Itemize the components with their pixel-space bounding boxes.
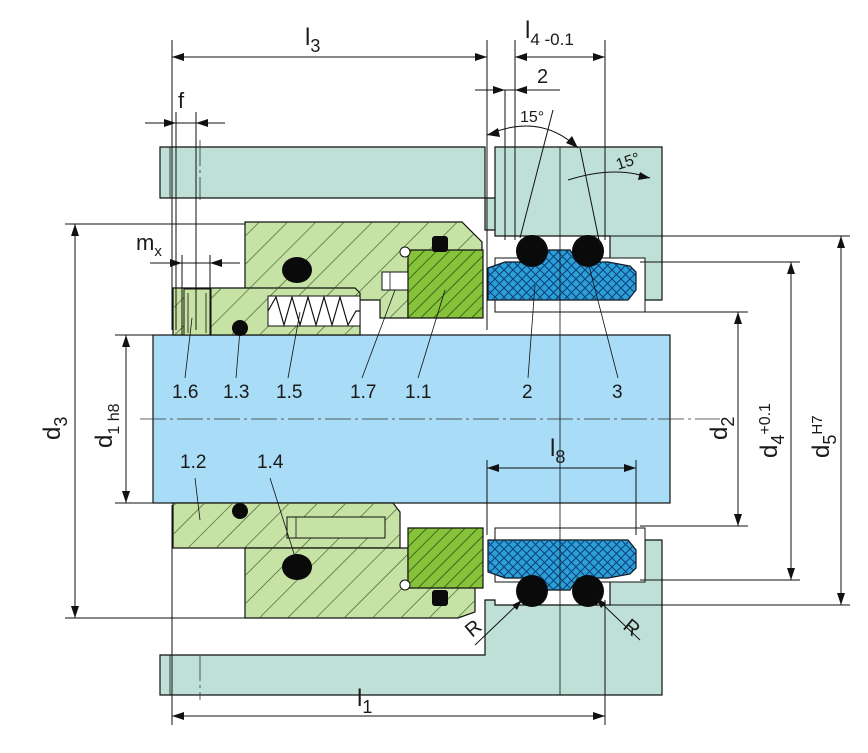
o-ring-1-3 (232, 320, 248, 336)
dimension-lines (65, 40, 850, 725)
dim-d5: d5H7 (808, 415, 840, 458)
set-screw-1-6 (183, 288, 212, 336)
part-1-2: 1.2 (180, 452, 206, 473)
dimension-labels: l3 l4 -0.1 2 f mx l8 l1 d3 d1 h8 d2 d4+0… (39, 17, 840, 717)
center-lines (140, 140, 720, 700)
o-ring-tiny-top (399, 246, 411, 258)
part-2: 2 (522, 382, 533, 403)
part-leaders (184, 261, 619, 561)
part-1-3: 1.3 (223, 382, 249, 403)
dim-d3: d3 (39, 417, 71, 440)
o-ring-3-bottom-left (516, 575, 548, 607)
dim-l4: l4 -0.1 (525, 17, 574, 49)
spring-1-5 (267, 294, 360, 328)
o-ring-3-top-left (516, 235, 548, 267)
part-labels: 1.6 1.3 1.5 1.7 1.1 2 3 1.2 1.4 (172, 382, 623, 473)
rotating-unit-bottom (172, 502, 484, 619)
o-ring-tiny-bottom (399, 579, 411, 591)
dim-mx: mx (136, 230, 162, 260)
dim-f: f (178, 88, 185, 113)
part-1-1: 1.1 (405, 382, 431, 403)
dim-d2: d2 (706, 417, 738, 440)
dim-l3: l3 (305, 24, 320, 56)
part-1-4: 1.4 (257, 452, 284, 473)
o-ring-small-top (432, 236, 448, 252)
o-ring-1-4 (282, 554, 312, 580)
part-1-7: 1.7 (350, 382, 376, 403)
part-1-6: 1.6 (172, 382, 198, 403)
o-ring-upper (282, 257, 312, 283)
dim-angle-1: 15° (520, 109, 544, 126)
spring-pocket (267, 295, 361, 327)
dim-d1: d1 h8 (91, 403, 123, 448)
o-rings-3 (516, 235, 604, 607)
dim-angle-2: 15° (614, 150, 642, 174)
dim-l1: l1 (357, 685, 372, 717)
o-ring-small-bottom (432, 590, 448, 606)
o-ring-3-top-right (572, 235, 604, 267)
dim-two: 2 (537, 66, 548, 88)
rotating-unit-top (172, 221, 484, 336)
dim-d4: d4+0.1 (756, 403, 788, 458)
part-1-5: 1.5 (276, 382, 302, 403)
o-ring-3-bottom-right (572, 575, 604, 607)
dim-l8: l8 (550, 435, 565, 467)
pin-lower (286, 516, 386, 539)
o-ring-lower-small (232, 503, 248, 519)
part-3: 3 (612, 382, 623, 403)
